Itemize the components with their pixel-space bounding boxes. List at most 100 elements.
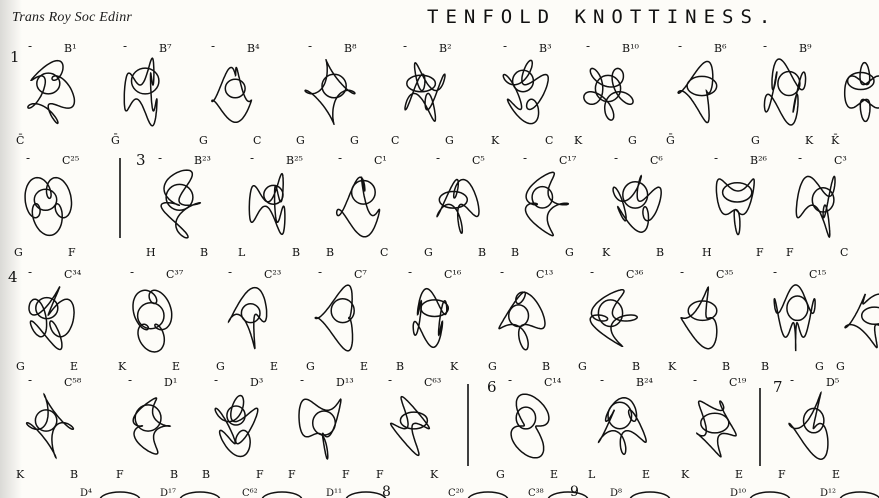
- knot-loop: [136, 301, 165, 330]
- vertex-letter-right: B: [200, 246, 208, 259]
- vertex-letter-left: G: [578, 360, 587, 373]
- knot-dash: -: [228, 265, 232, 279]
- knot-label-partial: D⁴: [80, 488, 92, 498]
- knot-diagram: [211, 66, 253, 124]
- knot-diagram-partial: [467, 491, 509, 498]
- knot-label: B⁴: [247, 42, 260, 55]
- vertex-letter-left: B: [396, 360, 404, 373]
- section-number: 8: [382, 484, 391, 498]
- knot-diagram: [843, 61, 879, 123]
- vertex-letter-right: F: [342, 468, 350, 481]
- knot-dash: -: [28, 265, 32, 279]
- vertex-letter-left: G: [306, 360, 315, 373]
- page-edge-shadow: [0, 0, 22, 498]
- knot-loop: [321, 73, 347, 99]
- knot-label: C³: [834, 154, 847, 167]
- vertex-letter-left: G: [296, 134, 305, 147]
- vertex-letter-right: G: [565, 246, 574, 259]
- knot-label: C²⁵: [62, 154, 79, 167]
- knot-loop: [399, 411, 429, 430]
- knot-dash: -: [403, 39, 407, 53]
- vertex-letter-right: E: [70, 360, 78, 373]
- knot-diagram: [677, 60, 714, 124]
- vertex-letter-right: E: [270, 360, 278, 373]
- source-caption: Trans Roy Soc Edinr: [12, 10, 133, 25]
- knot-dash: -: [714, 151, 718, 165]
- knot-diagram: [132, 397, 172, 455]
- vertex-letter-right: K: [805, 134, 814, 147]
- vertex-letter-left: F: [376, 468, 384, 481]
- knot-loop: [224, 78, 246, 99]
- knot-label-partial: C²⁰: [448, 488, 464, 498]
- knot-dash: -: [798, 151, 802, 165]
- knot-label: C¹⁷: [559, 154, 577, 167]
- knot-diagram-partial: [261, 491, 303, 498]
- knot-loop: [226, 405, 246, 426]
- vertex-letter-right: E: [172, 360, 180, 373]
- knot-label: D³: [250, 376, 263, 389]
- knot-diagram: [773, 284, 816, 352]
- knot-label: B³: [539, 42, 552, 55]
- section-number: 9: [570, 484, 579, 498]
- knot-label: C¹: [374, 154, 387, 167]
- section-number: 3: [136, 151, 146, 169]
- knot-dash: -: [300, 373, 304, 387]
- vertex-letter-right: K: [450, 360, 459, 373]
- vertex-letter-right: C: [840, 246, 848, 259]
- knot-diagram: [227, 286, 268, 350]
- knot-diagram: [589, 289, 638, 347]
- knot-diagram: [214, 394, 259, 458]
- knot-dash: -: [763, 39, 767, 53]
- vertex-letter-left: B: [202, 468, 210, 481]
- vertex-letter-left: L: [588, 468, 596, 481]
- knot-dash: -: [500, 265, 504, 279]
- knot-dash: -: [158, 151, 162, 165]
- vertex-letter-right: B: [722, 360, 730, 373]
- vertex-letter-right: E: [360, 360, 368, 373]
- knot-label: C³⁴: [64, 268, 82, 281]
- knot-diagram: [612, 174, 662, 233]
- knot-loop: [531, 185, 554, 209]
- knot-loop: [511, 69, 535, 93]
- vertex-letter-left: G: [496, 468, 505, 481]
- knot-dash: -: [338, 151, 342, 165]
- knot-diagram: [25, 392, 75, 460]
- knot-label: B⁶: [714, 42, 727, 55]
- knot-dash: -: [614, 151, 618, 165]
- knot-label: B²⁵: [286, 154, 303, 167]
- knot-dash: -: [678, 39, 682, 53]
- vertex-letter-left: G: [836, 360, 845, 373]
- knot-label-partial: D¹¹: [326, 488, 342, 498]
- knot-label: D⁵: [826, 376, 839, 389]
- knot-loop: [263, 184, 284, 205]
- knot-loop: [786, 295, 809, 322]
- knot-dash: -: [523, 151, 527, 165]
- knot-dash: -: [680, 265, 684, 279]
- vertex-letter-left: B: [511, 246, 519, 259]
- vertex-letter-right: F: [68, 246, 76, 259]
- knot-label: C⁵⁸: [64, 376, 82, 389]
- knot-diagram: [314, 284, 354, 352]
- knot-dash: -: [28, 373, 32, 387]
- knot-label: C¹⁹: [729, 376, 747, 389]
- knot-label: C¹⁴: [544, 376, 562, 389]
- knot-label: B²⁶: [750, 154, 767, 167]
- knot-dash: -: [790, 373, 794, 387]
- knot-label: C³⁵: [716, 268, 733, 281]
- vertex-letter-left: Ḡ: [666, 133, 675, 147]
- knot-loop: [721, 182, 753, 203]
- vertex-letter-right: E: [642, 468, 650, 481]
- knot-label-partial: D¹⁷: [160, 488, 176, 498]
- knot-loop: [777, 70, 801, 97]
- knot-label: B⁸: [344, 42, 357, 55]
- knot-diagram-partial: [345, 491, 387, 498]
- vertex-letter-left: L: [238, 246, 246, 259]
- knot-label: C¹⁶: [444, 268, 462, 281]
- knot-label: C⁶³: [424, 376, 441, 389]
- vertex-letter-left: B: [761, 360, 769, 373]
- vertex-letter-left: K: [491, 134, 500, 147]
- knot-loop: [33, 188, 58, 212]
- knot-loop: [350, 179, 376, 205]
- knot-loop: [240, 303, 261, 324]
- knot-label: C⁵: [472, 154, 485, 167]
